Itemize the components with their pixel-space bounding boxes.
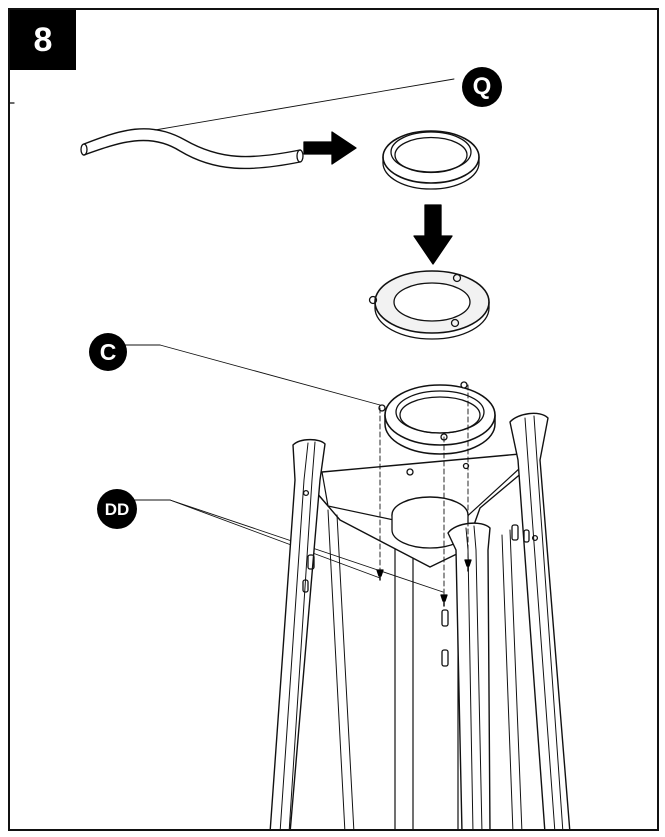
leader-line-q — [154, 78, 455, 131]
arrow-down-icon — [413, 204, 453, 265]
leader-line-dd — [169, 499, 381, 579]
top-ring-part-c — [378, 381, 496, 455]
right-leg — [509, 412, 571, 829]
callout-label-c: C — [89, 333, 127, 371]
arrow-right-icon — [303, 131, 357, 165]
mounting-ring — [368, 270, 490, 340]
assembly-illustration — [10, 78, 571, 829]
screw-part-dd — [376, 559, 472, 607]
step-number: 8 — [33, 20, 53, 59]
left-leg — [269, 438, 326, 829]
grommet-ring — [382, 130, 480, 190]
tube-part-q — [80, 128, 304, 170]
instruction-panel: 8 — [8, 8, 659, 831]
front-leg — [441, 522, 491, 829]
leader-line-c — [159, 344, 381, 406]
screw-alignment — [379, 384, 469, 596]
callout-label-q: Q — [462, 67, 502, 107]
callout-label-dd: DD — [97, 489, 137, 529]
step-number-badge: 8 — [10, 10, 76, 70]
patio-heater-stand — [269, 381, 571, 829]
